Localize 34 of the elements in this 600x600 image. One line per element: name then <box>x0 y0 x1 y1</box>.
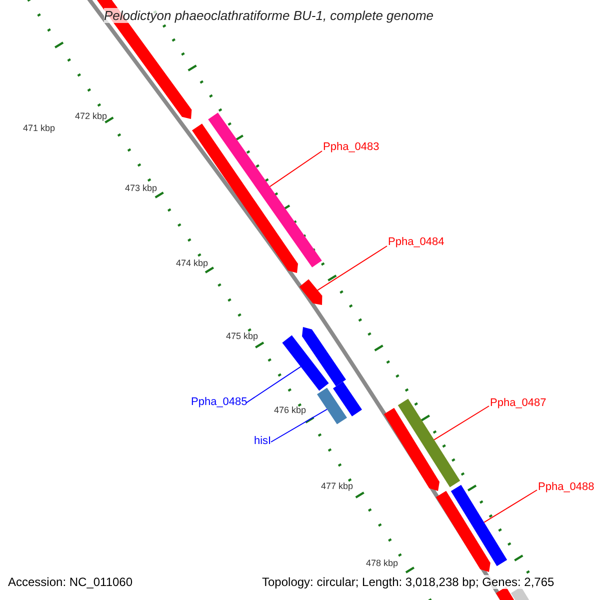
leader-line <box>434 406 490 440</box>
gene-label: Ppha_0483 <box>323 141 380 153</box>
leader-line <box>270 408 328 442</box>
gene-segment <box>317 388 347 424</box>
leader-line <box>269 150 322 188</box>
gene-segment <box>450 484 508 566</box>
leader-line <box>246 366 302 404</box>
gene-label: Ppha_0484 <box>388 236 444 248</box>
tick-label: 471 kbp <box>23 123 56 133</box>
gene-segment <box>302 327 346 386</box>
tick-label: 472 kbp <box>75 111 108 121</box>
gene-segment <box>333 382 362 416</box>
tick-label: 473 kbp <box>125 183 158 193</box>
gene-label: Ppha_0488 <box>538 481 594 493</box>
gene-segment <box>192 124 298 273</box>
leader-line <box>484 490 538 523</box>
tick-label: 475 kbp <box>226 331 258 341</box>
gene-label: Ppha_0487 <box>490 397 546 409</box>
gene-segment <box>436 490 490 572</box>
gene-segment <box>299 279 322 305</box>
gene-label: hisI <box>254 435 272 447</box>
leader-line <box>317 246 388 291</box>
gene-segment <box>282 335 329 391</box>
gene-segment <box>398 398 460 488</box>
gene-segment <box>208 112 322 268</box>
tick-label: 474 kbp <box>176 258 208 268</box>
gene-label: Ppha_0485 <box>191 396 248 408</box>
title: Pelodictyon phaeoclathratiforme BU-1, complete genome <box>104 8 434 23</box>
gene-segment <box>384 408 440 491</box>
footer-text: Topology: circular; Length: 3,018,238 bp; Genes: 2,765 <box>262 575 554 589</box>
tick-label: 478 kbp <box>366 558 398 568</box>
tick-label: 477 kbp <box>321 481 354 491</box>
tick-label: 476 kbp <box>274 405 306 415</box>
footer-text: Accession: NC_011060 <box>8 575 133 589</box>
